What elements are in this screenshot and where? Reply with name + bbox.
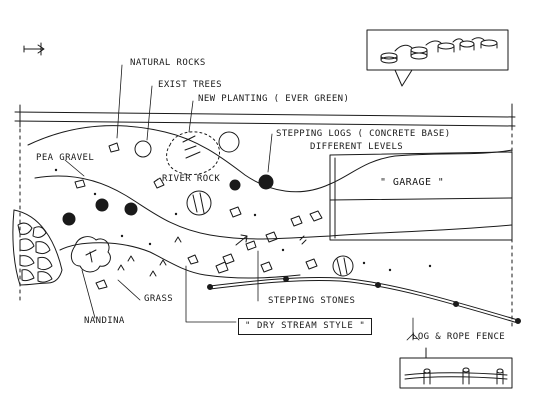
grass-tufts [117, 236, 182, 277]
label-exist-trees: EXIST TREES [158, 80, 223, 90]
dry-stream-outline [27, 125, 513, 279]
label-grass: GRASS [144, 294, 174, 304]
exist-tree-canopy [166, 131, 220, 175]
log-steps-callout [366, 29, 509, 87]
nandina-shrub [70, 236, 111, 273]
stepping-logs [62, 174, 274, 226]
label-nandina: NANDINA [84, 316, 125, 326]
log-rope-fence [207, 276, 521, 324]
garage-block [329, 151, 513, 241]
label-new-planting: NEW PLANTING ( EVER GREEN) [198, 94, 350, 104]
label-log-rope-fence: LOG & ROPE FENCE [412, 332, 506, 342]
label-different-levels: DIFFERENT LEVELS [310, 142, 404, 152]
label-garage: " GARAGE " [380, 177, 445, 188]
fence-detail-callout [399, 347, 513, 389]
direction-arrow-icon [235, 234, 248, 246]
new-planting-circles [134, 131, 354, 277]
leader-lines [64, 64, 420, 341]
label-stepping-logs: STEPPING LOGS ( CONCRETE BASE) [276, 129, 451, 139]
natural-rocks-wall [12, 209, 63, 286]
label-stepping-stones: STEPPING STONES [268, 296, 356, 306]
north-arrow-icon [23, 42, 45, 56]
label-dry-stream-style: " DRY STREAM STYLE " [238, 318, 373, 335]
label-river-rock: RIVER ROCK [162, 174, 221, 184]
pea-gravel-dots [54, 168, 432, 272]
label-natural-rocks: NATURAL ROCKS [130, 58, 206, 68]
river-rocks-scatter [74, 142, 323, 290]
label-pea-gravel: PEA GRAVEL [36, 153, 95, 163]
